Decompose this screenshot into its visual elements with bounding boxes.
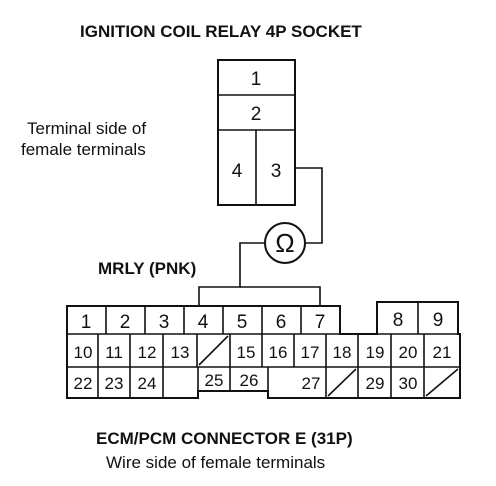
ecm-terminal-29: 29 xyxy=(366,374,385,393)
ecm-terminal-6: 6 xyxy=(276,312,287,333)
ecm-terminal-22: 22 xyxy=(74,374,93,393)
ecm-terminal-11: 11 xyxy=(105,343,123,362)
ecm-terminal-15: 15 xyxy=(237,343,256,362)
ecm-terminal-17: 17 xyxy=(301,343,320,362)
empty-cavity-14 xyxy=(198,335,229,366)
ecm-terminal-27: 27 xyxy=(302,374,321,393)
ecm-terminal-26: 26 xyxy=(240,371,259,390)
empty-cavity-31 xyxy=(425,368,459,397)
ecm-terminal-1: 1 xyxy=(81,312,92,333)
relay-caption-line1: Terminal side of xyxy=(27,119,146,138)
ecm-terminal-4: 4 xyxy=(198,312,209,333)
ecm-terminal-5: 5 xyxy=(237,312,248,333)
ecm-connector-caption: Wire side of female terminals xyxy=(106,453,325,472)
relay-terminal-3: 3 xyxy=(271,161,282,182)
ecm-terminal-16: 16 xyxy=(269,343,288,362)
ecm-terminal-3: 3 xyxy=(159,312,170,333)
ohmmeter-circuit: Ω xyxy=(198,167,323,306)
ecm-connector: 1 2 3 4 5 6 7 8 9 10 11 12 13 15 16 17 1… xyxy=(66,301,461,399)
ecm-terminal-13: 13 xyxy=(171,343,190,362)
ecm-terminal-25: 25 xyxy=(205,371,224,390)
wire-relay-to-meter xyxy=(295,167,323,244)
relay-terminal-2: 2 xyxy=(251,104,262,125)
wire-meter-to-connector xyxy=(198,242,265,306)
relay-terminal-4: 4 xyxy=(232,161,243,182)
ecm-terminal-12: 12 xyxy=(138,343,157,362)
ecm-terminal-10: 10 xyxy=(74,343,93,362)
ecm-terminal-23: 23 xyxy=(105,374,124,393)
relay-socket-title: IGNITION COIL RELAY 4P SOCKET xyxy=(80,22,362,41)
relay-caption-line2: female terminals xyxy=(21,140,146,159)
ecm-terminal-9: 9 xyxy=(433,310,444,331)
wire-label: MRLY (PNK) xyxy=(98,259,196,278)
ecm-terminal-7: 7 xyxy=(315,312,326,333)
ecm-terminal-24: 24 xyxy=(138,374,157,393)
ecm-terminal-18: 18 xyxy=(333,343,352,362)
ecm-terminal-20: 20 xyxy=(399,343,418,362)
ecm-terminal-2: 2 xyxy=(120,312,131,333)
ecm-terminal-19: 19 xyxy=(366,343,385,362)
wire-connector-bridge xyxy=(240,286,321,306)
ecm-terminal-30: 30 xyxy=(399,374,418,393)
ecm-terminal-21: 21 xyxy=(433,343,452,362)
empty-cavity-28 xyxy=(327,368,357,397)
ecm-terminal-8: 8 xyxy=(393,310,404,331)
relay-terminal-1: 1 xyxy=(251,69,262,90)
ohmmeter-symbol: Ω xyxy=(275,228,294,258)
relay-socket: 1 2 4 3 xyxy=(217,59,296,206)
ecm-connector-title: ECM/PCM CONNECTOR E (31P) xyxy=(96,429,353,448)
